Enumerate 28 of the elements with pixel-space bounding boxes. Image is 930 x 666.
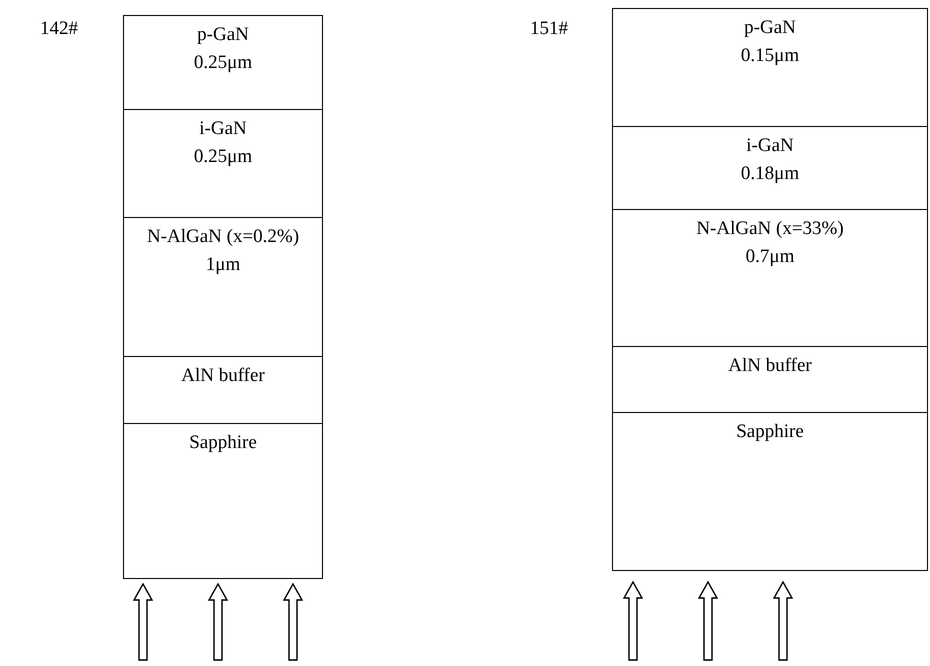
- sample-label: 151#: [530, 18, 568, 40]
- layer-name: i-GaN: [746, 135, 794, 157]
- layer-box: [612, 412, 928, 571]
- layer-box: [612, 346, 928, 414]
- layer-thickness: 0.7μm: [746, 246, 794, 268]
- layer-box: [123, 217, 323, 358]
- sample-label: 142#: [40, 18, 78, 40]
- layer-name: N-AlGaN (x=0.2%): [146, 226, 300, 248]
- layer-name: i-GaN: [199, 118, 247, 140]
- layer-thickness: 0.18μm: [740, 163, 800, 185]
- layer-thickness: 0.25μm: [194, 146, 252, 168]
- layer-box: [123, 15, 323, 111]
- layer-name: p-GaN: [744, 17, 796, 39]
- layer-thickness: 0.15μm: [740, 45, 800, 67]
- layer-box: [123, 356, 323, 425]
- layer-box: [612, 209, 928, 348]
- layer-name: N-AlGaN (x=33%): [696, 218, 844, 240]
- layer-name: AlN buffer: [181, 365, 265, 387]
- layer-thickness: 1μm: [206, 254, 240, 276]
- layer-box: [612, 126, 928, 211]
- layer-box: [612, 8, 928, 128]
- layer-name: Sapphire: [736, 421, 804, 443]
- layer-thickness: 0.25μm: [194, 52, 252, 74]
- layer-name: p-GaN: [197, 24, 249, 46]
- layer-name: AlN buffer: [728, 355, 812, 377]
- layer-box: [123, 109, 323, 219]
- layer-name: Sapphire: [189, 432, 257, 454]
- layer-box: [123, 423, 323, 579]
